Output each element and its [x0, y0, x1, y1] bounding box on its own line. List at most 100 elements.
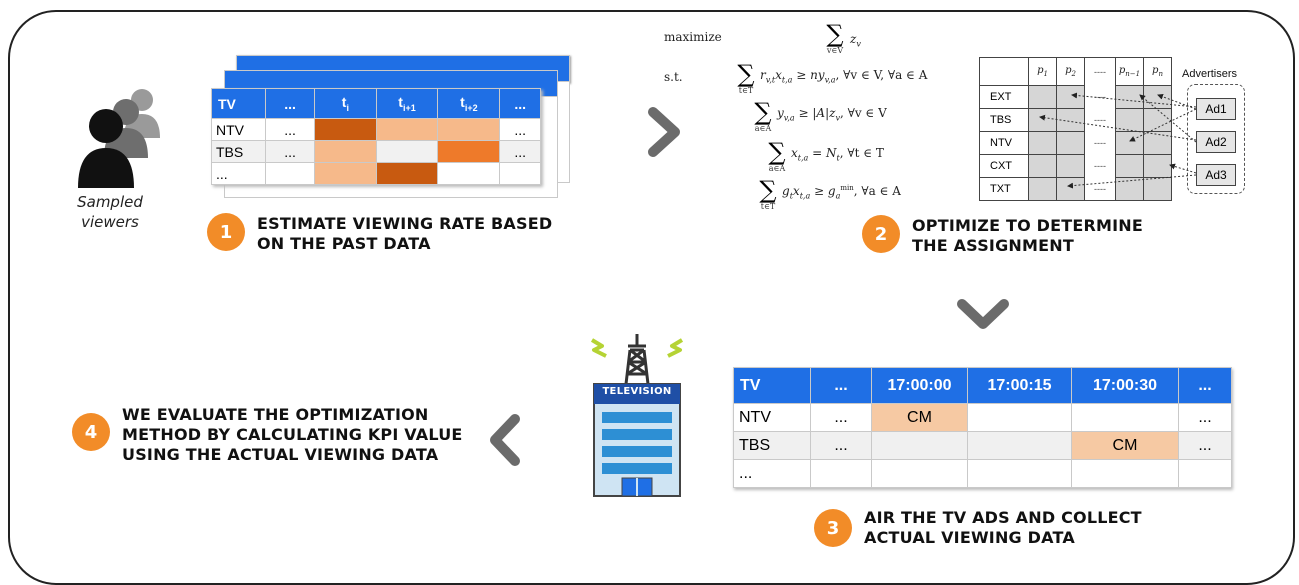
arrow-ad1-3: [1129, 108, 1197, 142]
sum-icon: ∑: [826, 20, 844, 48]
schedule-row-label: TBS: [733, 431, 811, 460]
assign-cell: [1056, 85, 1085, 109]
rate-cell-dark: [314, 118, 377, 141]
schedule-header-ellipsis: ...: [810, 367, 872, 404]
rate-cell-light: [375, 118, 439, 141]
schedule-cell: [967, 403, 1072, 432]
rate-cell-empty: [375, 140, 439, 163]
arrow-ad3-2: [1067, 174, 1197, 189]
sum-icon: ∑: [754, 98, 772, 126]
schedule-header-tv: TV: [733, 367, 811, 404]
ad2-box: Ad2: [1196, 131, 1236, 153]
arrow-ad1-2: [1157, 93, 1197, 110]
schedule-row-label: ...: [733, 459, 811, 488]
tv-station-sign: TELEVISION: [602, 386, 672, 397]
assign-gap: ----: [1094, 161, 1106, 171]
assign-cell: [1143, 177, 1172, 201]
schedule-cell: [810, 459, 872, 488]
schedule-cell: ...: [1178, 431, 1232, 460]
step3-line2: ACTUAL VIEWING DATA: [864, 528, 1075, 547]
rate-table-header-ti2: ti+2: [437, 88, 501, 119]
schedule-cell: ...: [810, 403, 872, 432]
chevron-right-icon: [648, 107, 680, 157]
schedule-header-170030: 17:00:30: [1071, 367, 1179, 404]
math-c2: yv,a ≥ |A|zv, ∀v ∈ V: [777, 106, 887, 123]
math-objective-var: zv: [850, 32, 861, 49]
rate-table-header-tv: TV: [211, 88, 266, 119]
rate-row-label: ...: [211, 162, 266, 185]
assign-cell: [1056, 177, 1085, 201]
schedule-header-170000: 17:00:00: [871, 367, 968, 404]
math-c4: gtxt,a ≥ gamin, ∀a ∈ A: [782, 184, 901, 201]
math-maximize: maximize: [664, 30, 722, 44]
chevron-down-icon: [957, 299, 1009, 329]
assign-col-p1: p1: [1028, 57, 1057, 86]
rate-cell-mid: [437, 140, 501, 163]
step4-line1: WE EVALUATE THE OPTIMIZATION: [122, 405, 429, 424]
assign-cell: [1056, 154, 1085, 178]
assign-row-label: TBS: [979, 108, 1029, 132]
arrow-ad2-2: [1139, 94, 1197, 143]
ad3-box: Ad3: [1196, 164, 1236, 186]
step1-line2: ON THE PAST DATA: [257, 234, 431, 253]
chevron-left-icon: [490, 414, 520, 466]
schedule-cell: [967, 431, 1072, 460]
arrow-ad2-1: [1039, 114, 1197, 141]
step1-line1: ESTIMATE VIEWING RATE BASED: [257, 214, 553, 233]
rate-cell: ...: [499, 118, 541, 141]
schedule-cell: ...: [1178, 403, 1232, 432]
assign-col-p2: p2: [1056, 57, 1085, 86]
rate-cell-light: [314, 140, 377, 163]
rate-table-header-ti: ti: [314, 88, 377, 119]
rate-cell-light: [437, 118, 501, 141]
rate-cell-dark: [375, 162, 439, 185]
assign-gap: ----: [1094, 92, 1106, 102]
math-c3-sum: ∑ a∈A: [766, 140, 788, 173]
schedule-cell: [1178, 459, 1232, 488]
ad1-box: Ad1: [1196, 98, 1236, 120]
step3-text: AIR THE TV ADS AND COLLECT ACTUAL VIEWIN…: [864, 508, 1142, 548]
math-c1: rv,txt,a ≥ nyv,a, ∀v ∈ V, ∀a ∈ A: [760, 68, 928, 85]
viewers-label-line2: viewers: [81, 213, 139, 231]
viewers-label-line1: Sampled: [77, 193, 143, 211]
step3-line1: AIR THE TV ADS AND COLLECT: [864, 508, 1142, 527]
assignment-arrows: [1039, 92, 1197, 189]
rate-cell: ...: [499, 140, 541, 163]
step2-text: OPTIMIZE TO DETERMINE THE ASSIGNMENT: [912, 216, 1143, 256]
step4-line3: USING THE ACTUAL VIEWING DATA: [122, 445, 439, 464]
rate-row-label: NTV: [211, 118, 266, 141]
assign-col-gap: ----: [1094, 66, 1106, 77]
math-objective-range: v∈V: [826, 46, 844, 55]
assign-row-label: NTV: [979, 131, 1029, 155]
assign-row-label: TXT: [979, 177, 1029, 201]
schedule-cell: [967, 459, 1072, 488]
assign-gap: ----: [1094, 183, 1106, 194]
sum-icon: ∑: [759, 176, 777, 204]
rate-cell-light: [314, 162, 377, 185]
rate-cell-empty: [499, 162, 541, 185]
assign-cell: [1028, 131, 1057, 155]
schedule-cell: [871, 459, 968, 488]
assign-cell: [1143, 131, 1172, 155]
rate-cell-empty: [264, 162, 316, 185]
schedule-header-ellipsis2: ...: [1178, 367, 1232, 404]
math-c3-range: a∈A: [768, 164, 786, 173]
schedule-cell: [1071, 403, 1179, 432]
rate-table-header-ellipsis2: ...: [499, 88, 541, 119]
math-objective: ∑ v∈V: [820, 22, 850, 55]
assign-corner: [979, 57, 1029, 86]
schedule-header-170015: 17:00:15: [967, 367, 1072, 404]
step3-badge: 3: [814, 509, 852, 547]
assign-gap: ----: [1094, 138, 1106, 148]
step1-badge: 1: [207, 213, 245, 251]
schedule-row-label: NTV: [733, 403, 811, 432]
viewers-label: Sampled viewers: [60, 192, 160, 232]
viewers-icon: [78, 89, 160, 188]
tv-station-icon: [590, 334, 684, 497]
rate-cell: ...: [264, 140, 316, 163]
assign-cell: [1115, 177, 1144, 201]
sum-icon: ∑: [737, 60, 755, 88]
assign-row-label: CXT: [979, 154, 1029, 178]
math-c2-sum: ∑ a∈A: [752, 100, 774, 133]
step4-badge: 4: [72, 413, 110, 451]
